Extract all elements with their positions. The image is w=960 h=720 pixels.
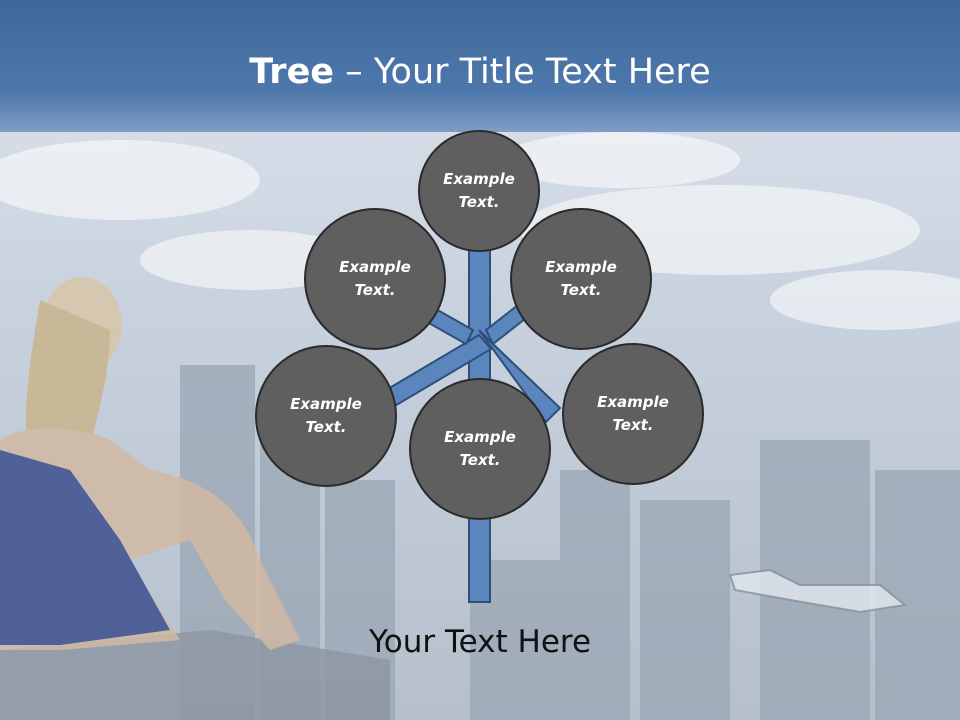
tree-node-lower-left: Example Text. <box>255 345 397 487</box>
clouds <box>0 132 960 330</box>
tree-node-center: Example Text. <box>409 378 551 520</box>
tree-node-center-label: Example Text. <box>444 428 516 469</box>
tree-node-top-label: Example Text. <box>443 170 515 211</box>
tree-node-top: Example Text. <box>418 130 540 252</box>
building-rooftop <box>728 568 908 614</box>
tree-node-upper-right-label: Example Text. <box>545 258 617 299</box>
tree-node-upper-left-label: Example Text. <box>339 258 411 299</box>
tree-node-lower-left-label: Example Text. <box>290 395 362 436</box>
tree-node-lower-right: Example Text. <box>562 343 704 485</box>
ledge <box>0 630 390 720</box>
tree-node-lower-right-label: Example Text. <box>597 393 669 434</box>
title-bold: Tree <box>249 52 335 92</box>
title-dash: – <box>334 52 374 92</box>
tree-node-upper-left: Example Text. <box>304 208 446 350</box>
header-band <box>0 0 960 132</box>
slide-title: Tree – Your Title Text Here <box>0 52 960 92</box>
footer-text: Your Text Here <box>368 624 592 660</box>
title-rest: Your Title Text Here <box>373 52 711 92</box>
girl-figure <box>0 277 300 650</box>
tree-node-upper-right: Example Text. <box>510 208 652 350</box>
